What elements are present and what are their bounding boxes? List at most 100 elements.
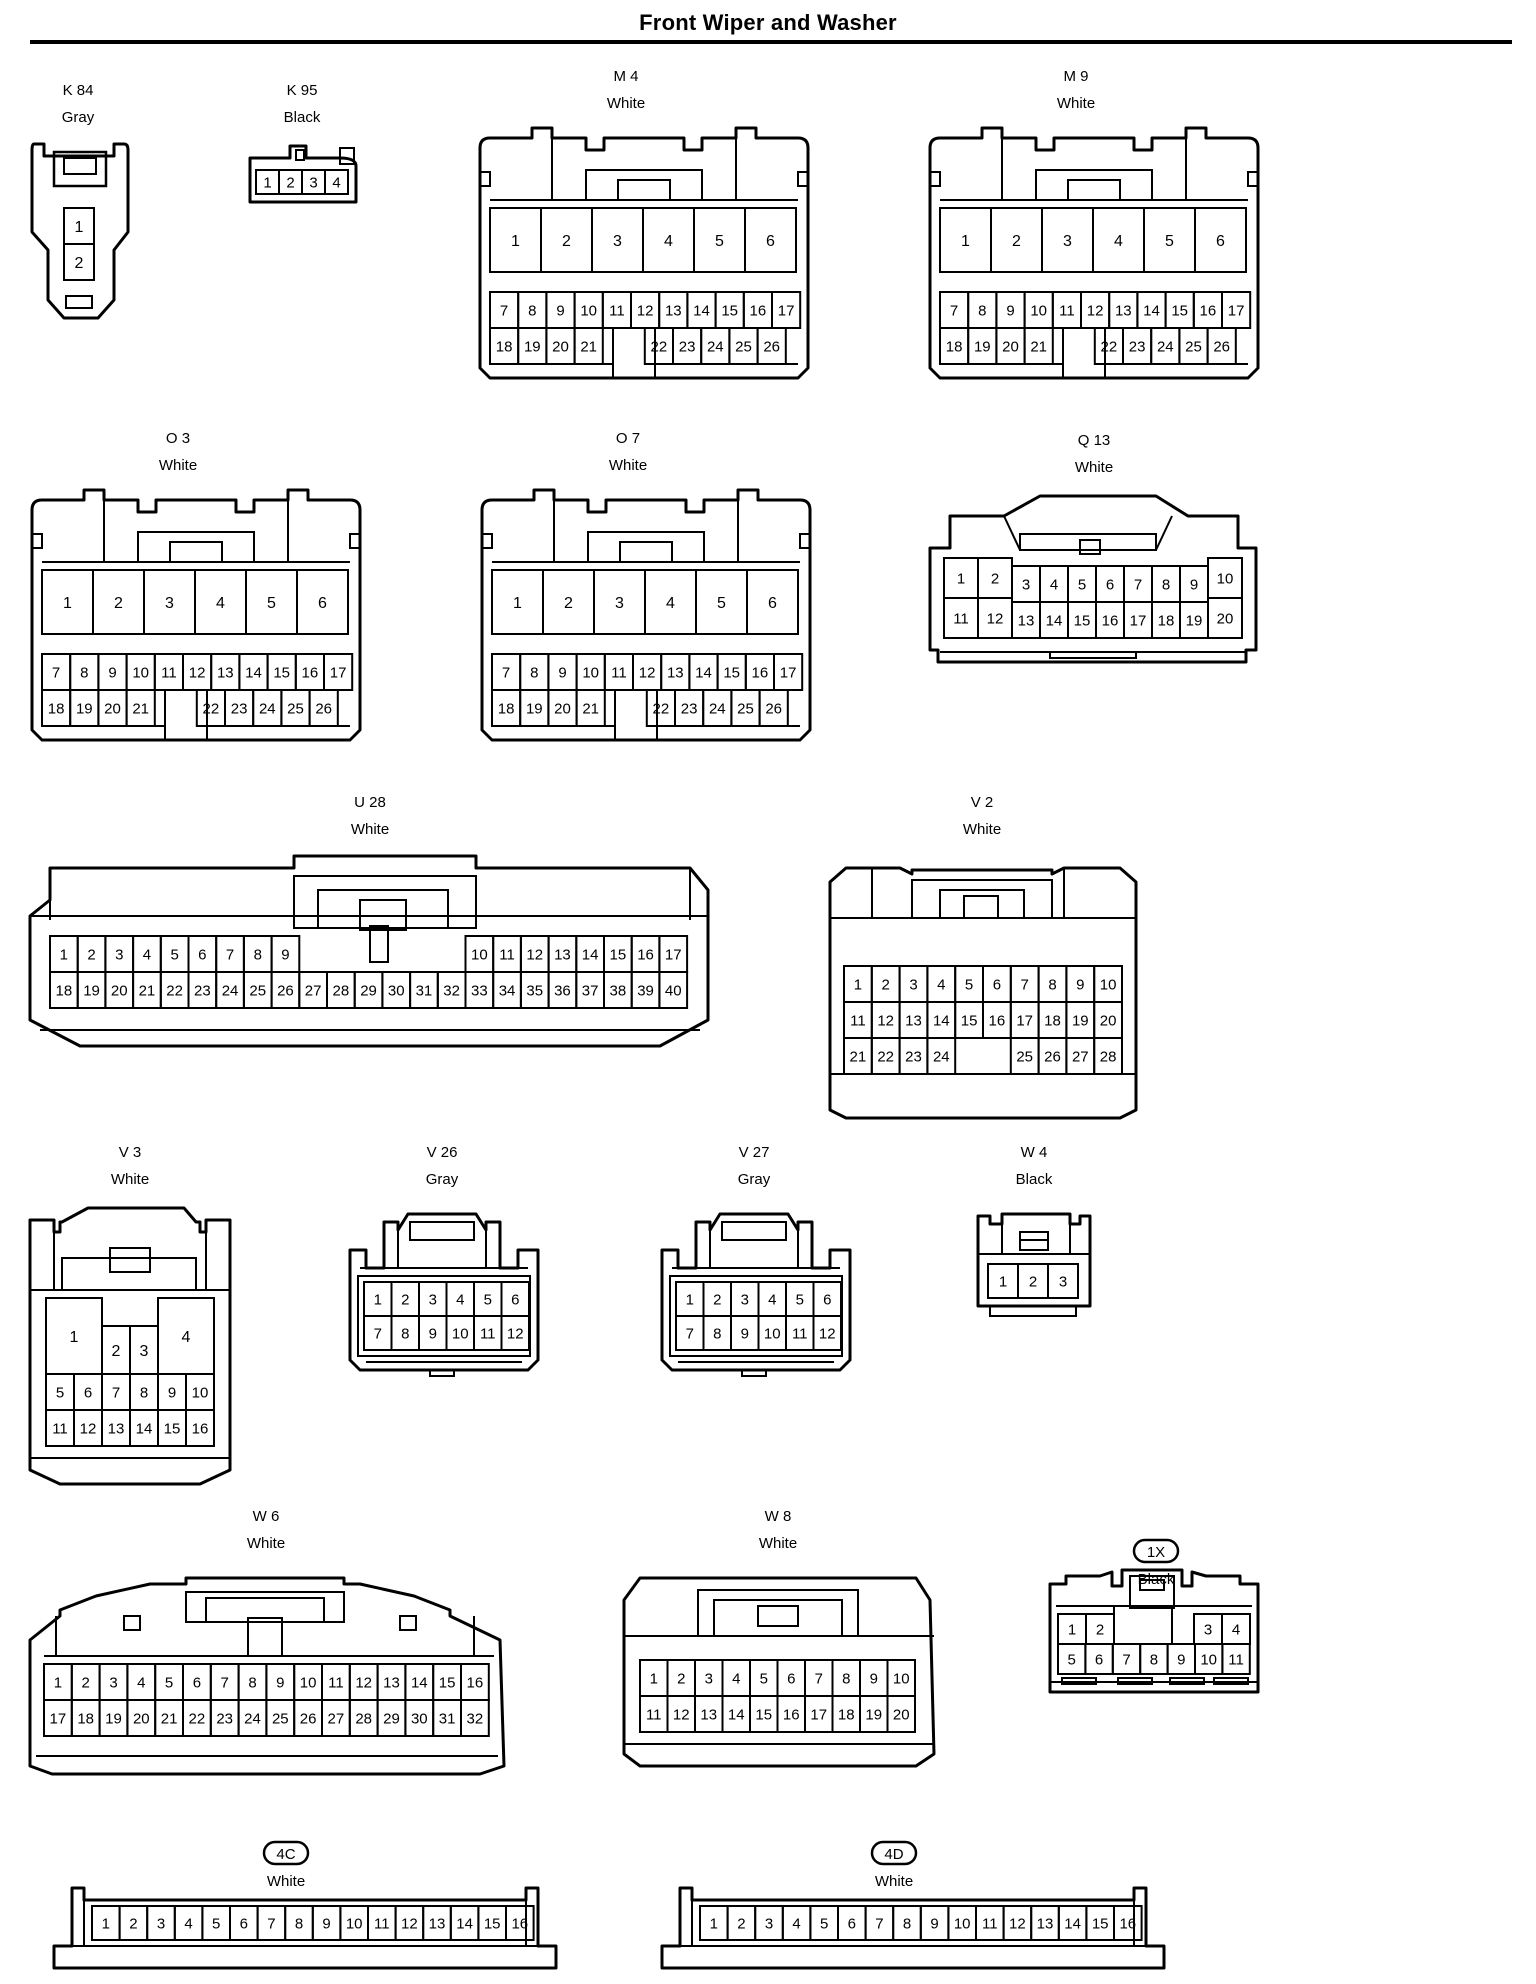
pin-number: 7 (815, 1670, 823, 1687)
pin-number: 18 (838, 1706, 855, 1723)
pin-number: 13 (1037, 1915, 1054, 1932)
pin-number: 6 (193, 1674, 201, 1691)
pin-number: 14 (695, 664, 712, 681)
pin-number: 1 (957, 570, 965, 587)
pin-number: 8 (80, 664, 88, 681)
pin-number: 13 (905, 1012, 922, 1029)
pin-number: 7 (500, 302, 508, 319)
pin-number: 6 (823, 1291, 831, 1308)
pin-number: 2 (564, 595, 573, 612)
pin-number: 2 (1012, 233, 1021, 250)
pin-number: 11 (161, 664, 177, 681)
pin-number: 8 (295, 1915, 303, 1932)
pin-number: 7 (1021, 976, 1029, 993)
connector-code: O 3 (166, 430, 190, 447)
pin-number: 6 (511, 1291, 519, 1308)
pin-number: 24 (244, 1710, 261, 1727)
pin-number: 13 (665, 302, 682, 319)
pin-number: 4 (732, 1670, 740, 1687)
pin-number: 17 (778, 302, 795, 319)
housing-detail (929, 171, 941, 187)
pin-number: 9 (1076, 976, 1084, 993)
pin-number: 27 (1072, 1048, 1089, 1065)
connector-code: V 3 (119, 1144, 142, 1161)
pin-number: 17 (1130, 612, 1147, 629)
pin-number: 14 (136, 1420, 153, 1437)
housing-detail (757, 1605, 799, 1627)
pin-number: 15 (164, 1420, 181, 1437)
pin-number: 29 (360, 982, 377, 999)
title-rule (30, 40, 1512, 44)
housing-detail (1019, 1239, 1049, 1251)
pin-number: 30 (388, 982, 405, 999)
pin-number: 14 (693, 302, 710, 319)
pin-number: 16 (467, 1674, 484, 1691)
pin-number: 5 (1068, 1651, 1076, 1668)
pin-number: 12 (401, 1915, 418, 1932)
pin-number: 6 (848, 1915, 856, 1932)
connector-code: V 26 (427, 1144, 458, 1161)
pin-number: 11 (1228, 1651, 1244, 1668)
pin-number: 25 (272, 1710, 289, 1727)
pin-number: 15 (484, 1915, 501, 1932)
pin-number: 19 (76, 700, 93, 717)
pin-number: 25 (1185, 338, 1202, 355)
connector-code: 4D (884, 1846, 903, 1863)
pin-number: 11 (499, 946, 515, 963)
pin-number: 21 (161, 1710, 178, 1727)
connector-code: U 28 (354, 794, 386, 811)
pin-number: 1 (60, 946, 68, 963)
pin-number: 23 (194, 982, 211, 999)
pin-number: 1 (961, 233, 970, 250)
pin-number: 3 (741, 1291, 749, 1308)
pin-number: 25 (735, 338, 752, 355)
housing-detail (1062, 327, 1106, 379)
pin-number: 3 (109, 1674, 117, 1691)
pin-number: 35 (526, 982, 543, 999)
pin-number: 20 (1217, 610, 1234, 627)
housing-detail (617, 179, 671, 201)
pin-number: 9 (930, 1915, 938, 1932)
pin-cell (812, 1315, 842, 1351)
pin-number: 1 (513, 595, 522, 612)
pin-number: 8 (1162, 576, 1170, 593)
pin-number: 5 (796, 1291, 804, 1308)
pin-number: 24 (709, 700, 726, 717)
pin-number: 3 (140, 1343, 149, 1360)
housing-detail (939, 889, 1025, 919)
pin-number: 8 (1150, 1651, 1158, 1668)
connector-housing (248, 144, 358, 204)
connector-color: White (159, 457, 197, 474)
housing-detail (109, 1247, 151, 1273)
pin-number: 13 (554, 946, 571, 963)
pin-number: 9 (322, 1915, 330, 1932)
pin-number: 11 (792, 1325, 808, 1342)
pin-number: 31 (416, 982, 433, 999)
pin-number: 31 (439, 1710, 456, 1727)
pin-number: 25 (287, 700, 304, 717)
housing-detail (481, 533, 493, 549)
pin-number: 32 (467, 1710, 484, 1727)
pin-number: 10 (1217, 570, 1234, 587)
pin-number: 1 (1068, 1621, 1076, 1638)
pin-number: 12 (355, 1674, 372, 1691)
pin-number: 9 (276, 1674, 284, 1691)
pin-number: 19 (526, 700, 543, 717)
pin-number: 2 (114, 595, 123, 612)
pin-cell (505, 1905, 535, 1941)
pin-number: 22 (1101, 338, 1118, 355)
pin-number: 17 (50, 1710, 67, 1727)
pin-number: 12 (673, 1706, 690, 1723)
pin-number: 5 (715, 233, 724, 250)
pin-number: 4 (216, 595, 225, 612)
pin-number: 13 (667, 664, 684, 681)
connector-color: White (267, 1873, 305, 1890)
pin-number: 9 (556, 302, 564, 319)
pin-number: 2 (75, 255, 84, 272)
housing-detail (52, 150, 108, 188)
